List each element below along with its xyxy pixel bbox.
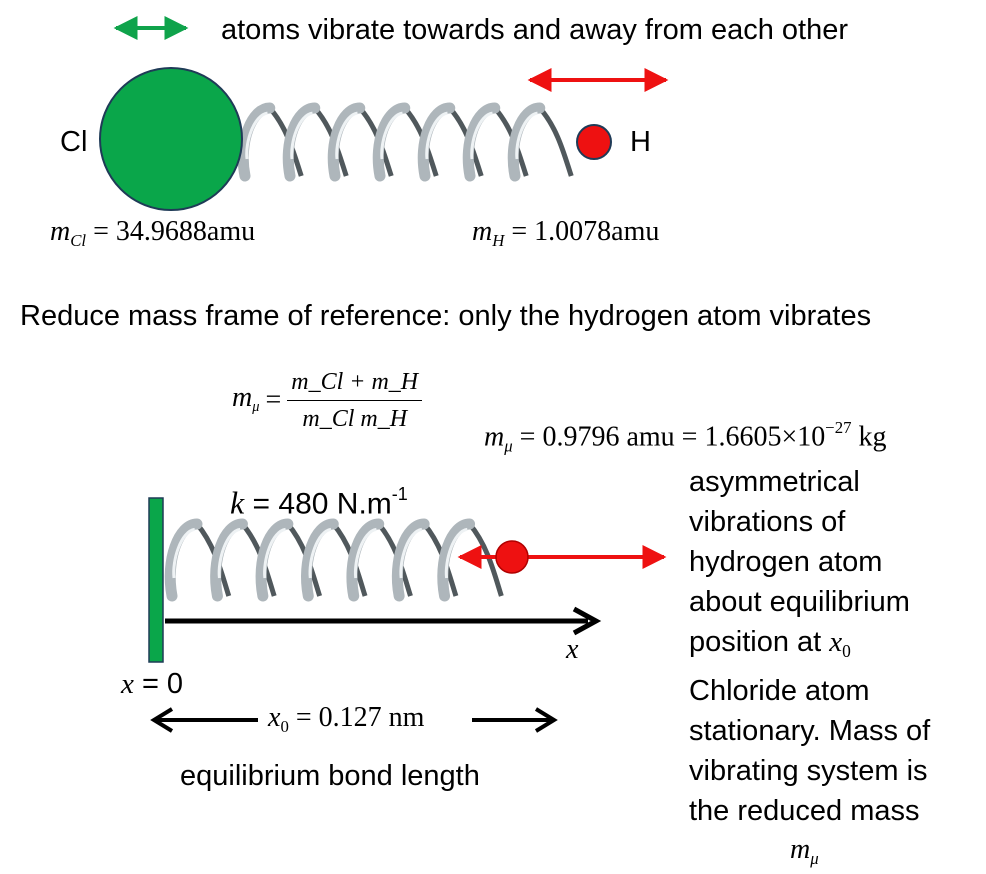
spring-coil-highlight xyxy=(425,111,448,160)
bond-length-caption: equilibrium bond length xyxy=(180,760,480,792)
bond-length-number: = 0.127 nm xyxy=(295,702,425,733)
explanation-line-text: position at xyxy=(689,626,822,658)
bond-length-symbol: x xyxy=(268,702,281,733)
spring-constant-exponent: -1 xyxy=(391,484,408,504)
mass-value: = 34.9688 xyxy=(93,216,207,247)
spring-coil-highlight xyxy=(290,111,313,160)
spring-coil-highlight xyxy=(470,111,493,160)
spring-coil xyxy=(237,102,276,182)
spring-coil-highlight xyxy=(263,527,287,579)
spring-coil xyxy=(372,102,411,182)
spring-coil-highlight xyxy=(353,527,377,579)
spring-coil xyxy=(417,102,456,182)
origin-symbol: x xyxy=(121,668,134,700)
explanation-block: asymmetrical vibrations of hydrogen atom… xyxy=(689,462,930,831)
mass-symbol: m xyxy=(472,216,493,247)
spring-coil-highlight xyxy=(308,527,332,579)
bond-length-arrow-left xyxy=(150,707,258,733)
explanation-line: hydrogen atom xyxy=(689,546,883,578)
spring-coil xyxy=(301,518,339,602)
spring-coil xyxy=(282,102,321,182)
mass-unit: amu xyxy=(206,216,256,247)
bond-length-subscript: 0 xyxy=(280,716,289,736)
explanation-line: Chloride atom xyxy=(689,675,870,708)
explanation-line: vibrations of xyxy=(689,506,846,538)
explanation-line: vibrating system is xyxy=(689,755,928,788)
mass-value: = 1.0078 xyxy=(511,216,612,247)
unit: kg xyxy=(858,421,887,453)
spring-constant: k = 480 N.m-1 xyxy=(230,485,408,520)
x-axis-arrowhead xyxy=(572,606,602,636)
reduced-mass-symbol: m xyxy=(232,382,253,414)
spring-coil xyxy=(255,518,294,602)
reduced-mass-symbol: m xyxy=(484,421,505,453)
bottom-spring xyxy=(164,518,504,602)
chlorine-atom xyxy=(99,67,243,211)
spring-coil xyxy=(507,102,546,182)
fraction: m_Cl + m_H m_Cl m_H xyxy=(287,370,423,432)
spring-coil-highlight xyxy=(245,111,268,160)
hydrogen-label: H xyxy=(630,126,651,158)
spring-coil xyxy=(210,518,248,602)
spring-coil-highlight xyxy=(172,527,196,579)
fraction-denominator: m_Cl m_H xyxy=(302,406,408,432)
mass-subscript: H xyxy=(492,230,505,250)
reduced-mass-value: mμ = 0.9796 amu = 1.6605×10−27 kg xyxy=(484,418,887,456)
mass-subscript: Cl xyxy=(70,230,87,250)
mass-unit: amu xyxy=(611,216,660,247)
hydrogen-atom-top xyxy=(576,124,612,160)
reduced-mass-subscript: μ xyxy=(252,399,260,416)
spring-coil xyxy=(462,102,501,182)
spring-constant-value: = 480 N.m xyxy=(252,487,392,521)
bond-length-arrow-right xyxy=(472,707,558,733)
spring-coil xyxy=(346,518,385,602)
hydrogen-mass-equation: mH = 1.0078amu xyxy=(472,218,659,250)
explanation-line: about equilibrium xyxy=(689,586,910,618)
chlorine-label: Cl xyxy=(60,126,88,158)
spring-coil-highlight xyxy=(515,111,538,160)
origin-label: x = 0 xyxy=(121,670,183,699)
fraction-numerator: m_Cl + m_H xyxy=(287,370,423,401)
fixed-wall xyxy=(148,497,164,663)
x-axis-label: x xyxy=(566,634,579,665)
top-spring xyxy=(237,102,574,182)
spring-coil-highlight xyxy=(380,111,403,160)
chlorine-mass-equation: mCl = 34.9688amu xyxy=(50,218,255,250)
spring-coil-back xyxy=(537,106,574,177)
spring-coil-highlight xyxy=(335,111,358,160)
spring-constant-symbol: k xyxy=(230,484,245,521)
equilibrium-position-symbol: x0 xyxy=(829,626,851,662)
reduced-mass-formula: mμ = m_Cl + m_H m_Cl m_H xyxy=(232,370,423,432)
spring-coil-highlight xyxy=(444,527,468,579)
reduced-mass-statement: Reduce mass frame of reference: only the… xyxy=(20,300,872,332)
spring-coil xyxy=(437,518,476,602)
spring-coil-highlight xyxy=(217,527,241,579)
spring-coil-highlight xyxy=(399,527,423,579)
explanation-line: asymmetrical xyxy=(689,466,860,498)
explanation-line: the reduced mass xyxy=(689,795,920,828)
spring-coil xyxy=(327,102,366,182)
origin-value: = 0 xyxy=(141,668,184,700)
reduced-mass-subscript: μ xyxy=(504,436,513,456)
hydrogen-atom-bottom xyxy=(495,540,529,574)
explanation-line: stationary. Mass of xyxy=(689,715,931,748)
reduced-mass-number: = 0.9796 amu = 1.6605×10 xyxy=(519,421,826,453)
spring-coil xyxy=(164,518,203,602)
reduced-mass-symbol-footer: mμ xyxy=(790,834,819,868)
spring-coil xyxy=(391,518,430,602)
vibration-caption: atoms vibrate towards and away from each… xyxy=(221,14,849,46)
explanation-line: position at x0 xyxy=(689,622,930,671)
exponent: −27 xyxy=(825,418,852,437)
bond-length-value: x0 = 0.127 nm xyxy=(268,704,424,736)
equals-sign: = xyxy=(265,384,282,416)
mass-symbol: m xyxy=(50,216,71,247)
